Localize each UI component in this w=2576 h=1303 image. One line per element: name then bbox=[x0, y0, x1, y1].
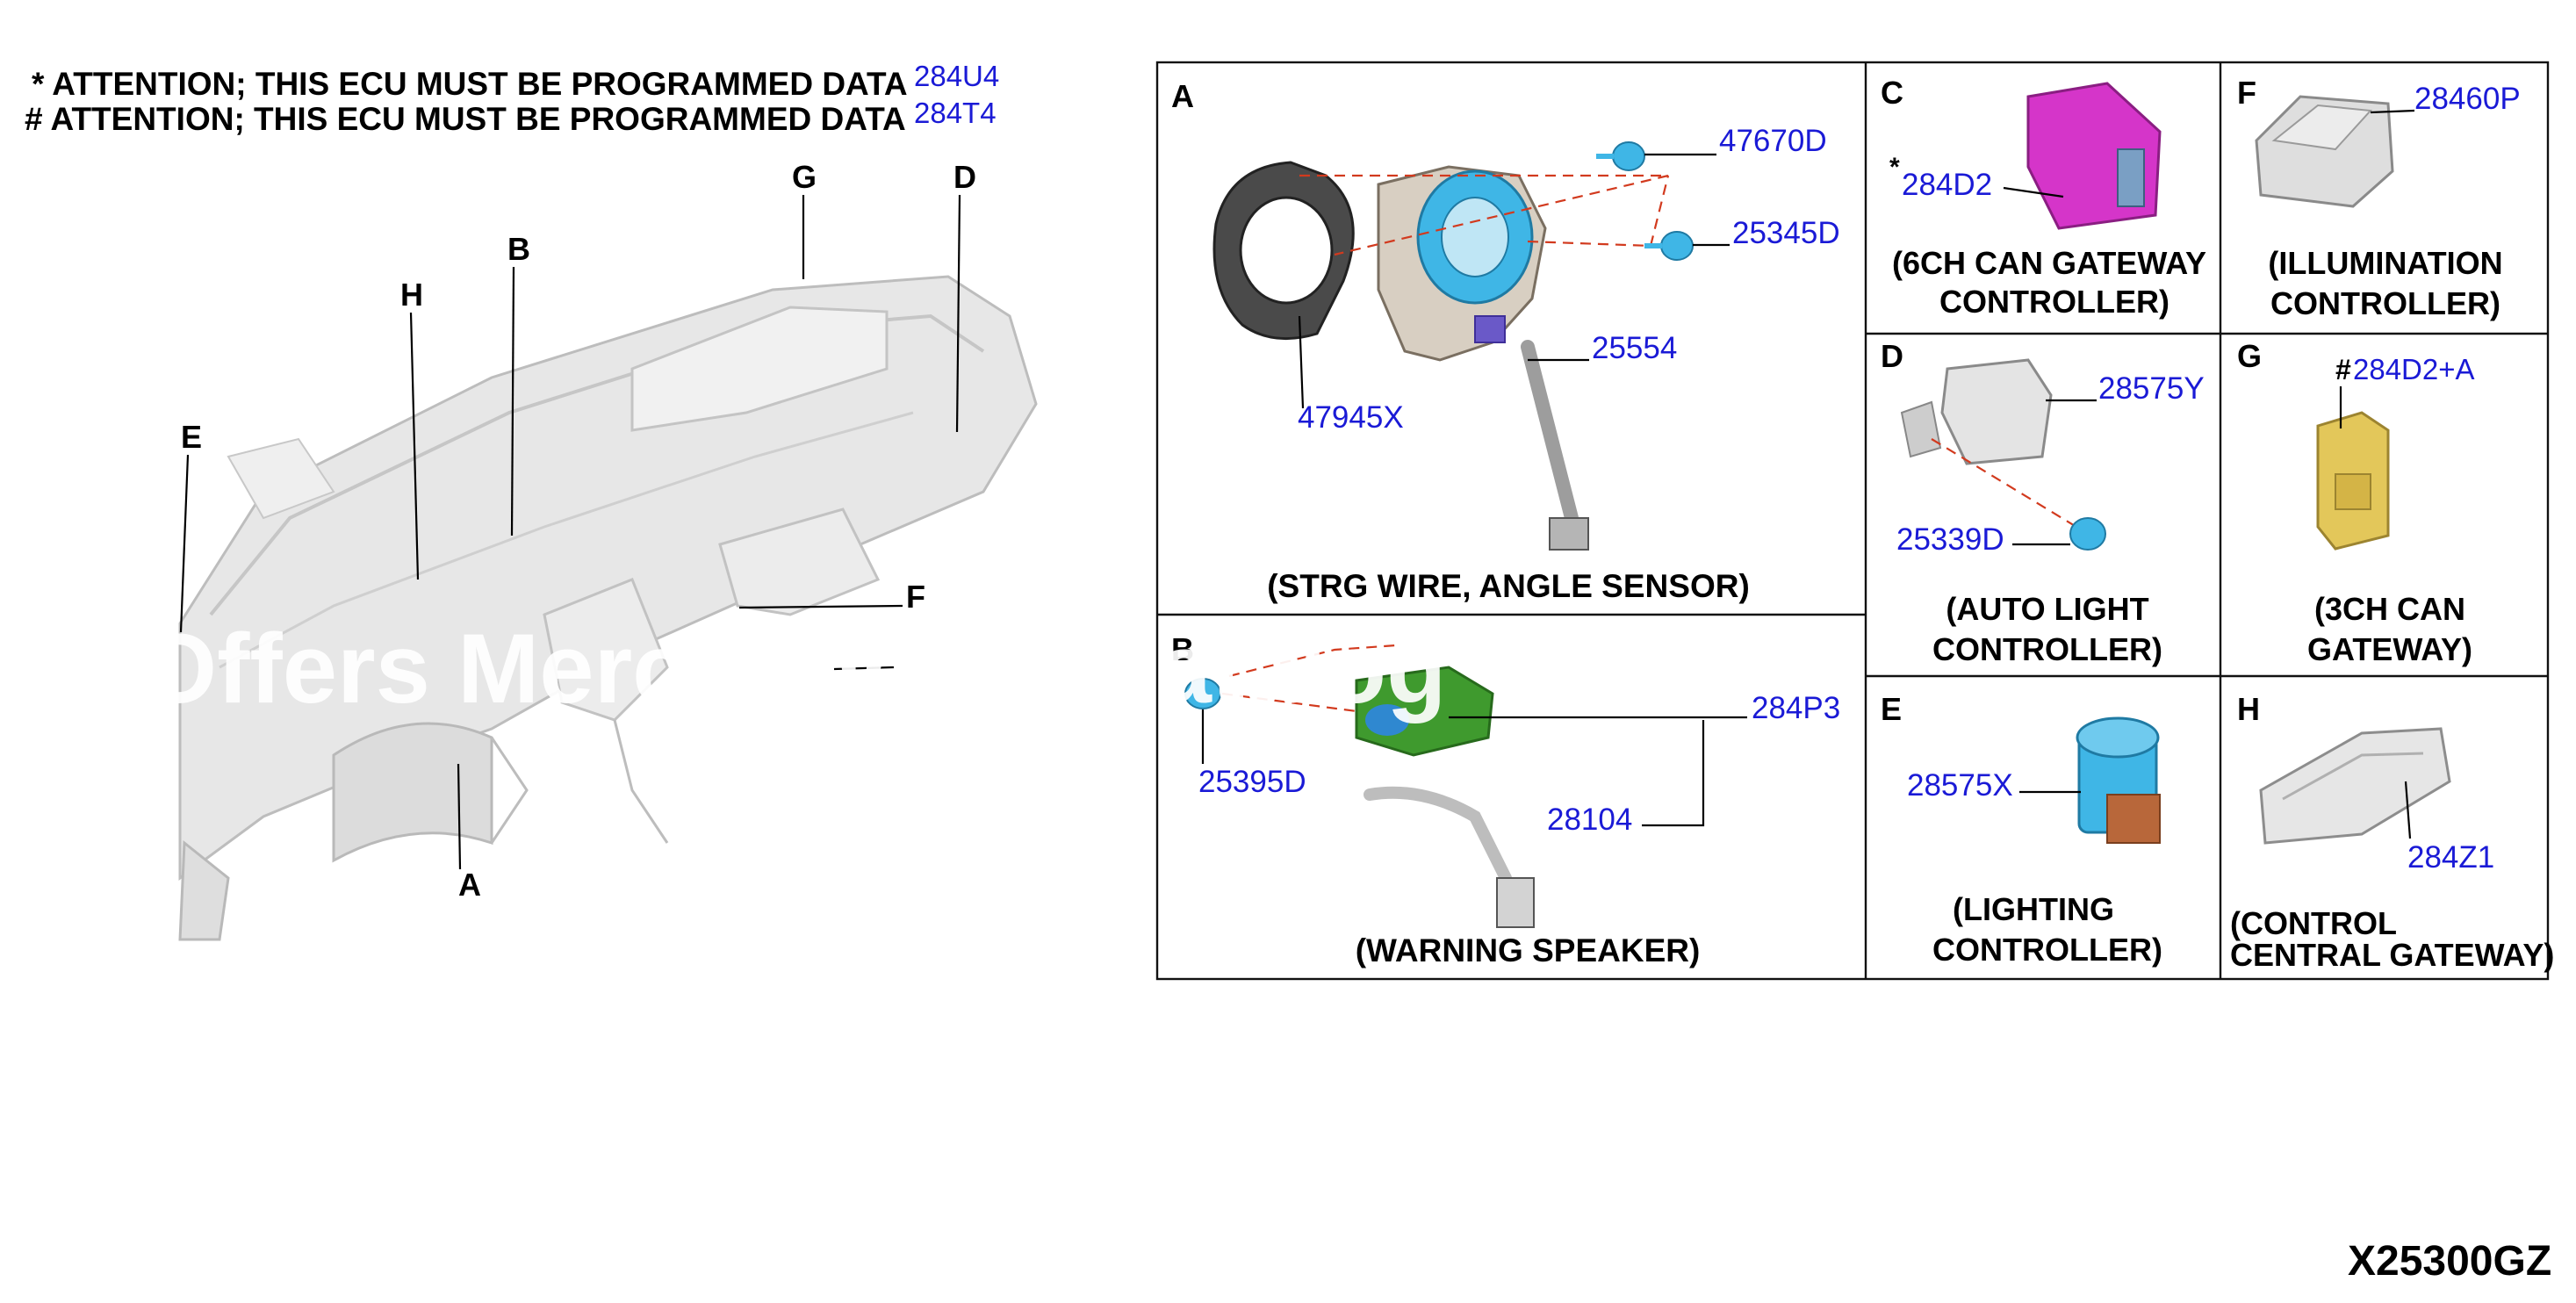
clip-25339d[interactable] bbox=[2069, 517, 2106, 551]
panel-c-caption-1: (6CH CAN GATEWAY bbox=[1892, 245, 2206, 281]
part-25339d[interactable]: 25339D bbox=[1896, 522, 2004, 557]
illumination-controller-module[interactable] bbox=[2255, 95, 2394, 208]
central-gateway-module[interactable] bbox=[2259, 727, 2451, 845]
clip-47670d[interactable] bbox=[1596, 141, 1645, 171]
leader-h bbox=[409, 312, 420, 580]
part-284d2a[interactable]: 284D2+A bbox=[2353, 353, 2475, 385]
attention-note-1: * ATTENTION; THIS ECU MUST BE PROGRAMMED… bbox=[32, 66, 908, 102]
angle-sensor-ring[interactable] bbox=[1212, 161, 1355, 341]
lighting-controller-knob[interactable] bbox=[2076, 716, 2161, 844]
panel-e: E 28575X (LIGHTING CONTROLLER) bbox=[1881, 691, 2162, 968]
callout-d[interactable]: D bbox=[953, 159, 976, 195]
panel-f-letter: F bbox=[2237, 75, 2256, 111]
steering-wire-assembly[interactable] bbox=[1377, 165, 1589, 551]
panel-e-caption-1: (LIGHTING bbox=[1953, 891, 2114, 927]
leader-c bbox=[833, 666, 895, 671]
callout-g[interactable]: G bbox=[792, 159, 817, 195]
overview-callouts: G D B H E F A bbox=[179, 159, 976, 903]
part-284p3[interactable]: 284P3 bbox=[1752, 691, 1840, 725]
callout-f[interactable]: F bbox=[906, 579, 925, 615]
panel-h-caption-2: CENTRAL GATEWAY) bbox=[2230, 937, 2554, 973]
dashed-leader-b bbox=[1221, 644, 1397, 713]
panel-g-mark: # bbox=[2335, 354, 2351, 385]
dashed-leader-a2 bbox=[1527, 175, 1670, 248]
parts-grid bbox=[1155, 61, 2550, 981]
panel-d: D 28575Y 25339D (AUTO LIGHT CONTROLLER) bbox=[1881, 338, 2205, 667]
leader-b bbox=[510, 266, 515, 536]
leader-284d2 bbox=[2003, 186, 2064, 198]
attention-part-2[interactable]: 284T4 bbox=[914, 97, 997, 129]
part-28575x[interactable]: 28575X bbox=[1907, 768, 2013, 803]
panel-g-caption-2: GATEWAY) bbox=[2307, 631, 2472, 667]
callout-h[interactable]: H bbox=[400, 277, 423, 313]
gateway-6ch-module[interactable] bbox=[2026, 82, 2162, 230]
panel-c-caption-2: CONTROLLER) bbox=[1939, 284, 2169, 320]
clip-25345d[interactable] bbox=[1644, 231, 1694, 261]
leader-284p3 bbox=[1449, 716, 1747, 827]
attention-part-1[interactable]: 284U4 bbox=[914, 60, 999, 92]
watermark: Offers Merchandise Catalog bbox=[140, 614, 1447, 723]
diagram-code: X25300GZ bbox=[2348, 1238, 2551, 1285]
panel-b-letter: B bbox=[1171, 631, 1194, 667]
attention-notes: * ATTENTION; THIS ECU MUST BE PROGRAMMED… bbox=[25, 60, 999, 137]
panel-a-letter: A bbox=[1171, 78, 1194, 114]
panel-f-caption-1: (ILLUMINATION bbox=[2268, 245, 2502, 281]
auto-light-sensor[interactable] bbox=[1900, 358, 2053, 465]
dashboard-illustration bbox=[178, 275, 1038, 941]
leader-f bbox=[738, 604, 903, 609]
part-25395d[interactable]: 25395D bbox=[1198, 765, 1306, 799]
panel-c: C * 284D2 (6CH CAN GATEWAY CONTROLLER) bbox=[1881, 75, 2206, 320]
panel-a: A 47670D 25345D 25554 47945X bbox=[1171, 78, 1840, 604]
part-25345d[interactable]: 25345D bbox=[1732, 216, 1840, 250]
panel-f: F 28460P (ILLUMINATION CONTROLLER) bbox=[2237, 75, 2521, 321]
panel-d-letter: D bbox=[1881, 338, 1903, 374]
leader-284z1 bbox=[2404, 781, 2412, 839]
callout-b[interactable]: B bbox=[507, 231, 530, 267]
panel-g: G # 284D2+A (3CH CAN GATEWAY) bbox=[2237, 338, 2475, 667]
attention-note-2: # ATTENTION; THIS ECU MUST BE PROGRAMMED… bbox=[25, 101, 906, 137]
panel-d-caption-2: CONTROLLER) bbox=[1932, 631, 2162, 667]
clip-25395d[interactable] bbox=[1184, 678, 1221, 709]
leader-47945x bbox=[1298, 315, 1305, 409]
panel-c-letter: C bbox=[1881, 75, 1903, 111]
leader-28460p bbox=[2370, 109, 2415, 114]
panel-f-caption-2: CONTROLLER) bbox=[2270, 285, 2500, 321]
panel-h: H 284Z1 (CONTROL CENTRAL GATEWAY) bbox=[2230, 691, 2554, 973]
panel-b-caption: (WARNING SPEAKER) bbox=[1356, 932, 1701, 968]
part-47670d[interactable]: 47670D bbox=[1719, 124, 1827, 158]
panel-g-letter: G bbox=[2237, 338, 2262, 374]
watermark-text: Offers Merchandise Catalog bbox=[140, 614, 1447, 723]
part-28104[interactable]: 28104 bbox=[1547, 803, 1632, 837]
panel-d-caption-1: (AUTO LIGHT bbox=[1946, 591, 2148, 627]
callout-e[interactable]: E bbox=[181, 419, 202, 455]
warning-speaker[interactable] bbox=[1355, 666, 1494, 757]
panel-b: B 284P3 25395D 28104 (WARNING SPEAKER) bbox=[1171, 631, 1840, 968]
panel-a-caption: (STRG WIRE, ANGLE SENSOR) bbox=[1267, 568, 1750, 604]
speaker-harness[interactable] bbox=[1364, 786, 1535, 928]
panel-e-caption-2: CONTROLLER) bbox=[1932, 932, 2162, 968]
panel-e-letter: E bbox=[1881, 691, 1902, 727]
callout-a[interactable]: A bbox=[458, 867, 481, 903]
leader-e bbox=[179, 454, 190, 633]
gateway-3ch-module[interactable] bbox=[2316, 411, 2390, 551]
leader-a bbox=[457, 763, 462, 870]
panel-h-caption-1: (CONTROL bbox=[2230, 905, 2397, 941]
dashed-leader-d bbox=[1931, 438, 2077, 528]
part-284z1[interactable]: 284Z1 bbox=[2407, 840, 2494, 875]
part-47945x[interactable]: 47945X bbox=[1298, 400, 1404, 435]
leader-d bbox=[955, 194, 961, 433]
panel-c-mark: * bbox=[1889, 153, 1900, 182]
panel-g-caption-1: (3CH CAN bbox=[2314, 591, 2465, 627]
panel-h-letter: H bbox=[2237, 691, 2260, 727]
part-284d2[interactable]: 284D2 bbox=[1902, 168, 1992, 202]
part-28460p[interactable]: 28460P bbox=[2414, 82, 2521, 116]
part-25554[interactable]: 25554 bbox=[1592, 331, 1677, 365]
part-28575y[interactable]: 28575Y bbox=[2098, 371, 2205, 406]
